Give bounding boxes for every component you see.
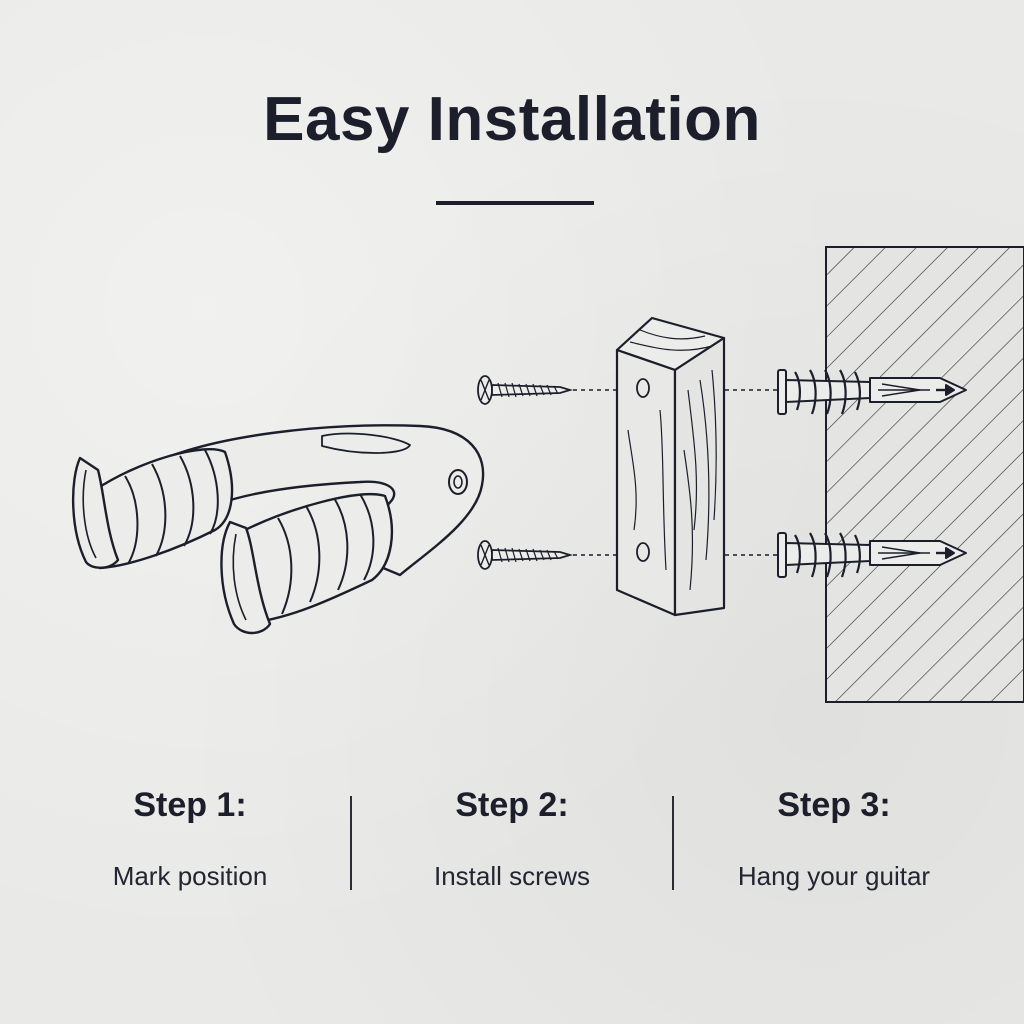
steps-row: Step 1: Mark position Step 2: Install sc… xyxy=(30,780,994,900)
step-2-title: Step 2: xyxy=(455,786,569,824)
step-3-title: Step 3: xyxy=(777,786,891,824)
wall-icon xyxy=(825,246,1024,703)
step-3: Step 3: Hang your guitar xyxy=(674,780,994,900)
step-divider xyxy=(350,796,352,890)
step-3-text: Hang your guitar xyxy=(737,861,931,891)
step-divider xyxy=(672,796,674,890)
step-2-text: Install screws xyxy=(433,861,591,891)
installation-illustration xyxy=(71,246,1024,703)
page-title: Easy Installation xyxy=(263,85,761,154)
screw-icon xyxy=(477,375,574,405)
wall-anchor-icon xyxy=(777,369,967,415)
step-1: Step 1: Mark position xyxy=(30,780,350,900)
wood-block-icon xyxy=(615,316,726,617)
step-2: Step 2: Install screws xyxy=(352,780,672,900)
screw-icon xyxy=(477,540,574,570)
wall-anchor-icon xyxy=(777,532,967,578)
step-1-text: Mark position xyxy=(112,861,268,891)
step-1-title: Step 1: xyxy=(133,786,247,824)
title-underline xyxy=(436,201,594,205)
guitar-hanger-icon xyxy=(71,424,485,635)
